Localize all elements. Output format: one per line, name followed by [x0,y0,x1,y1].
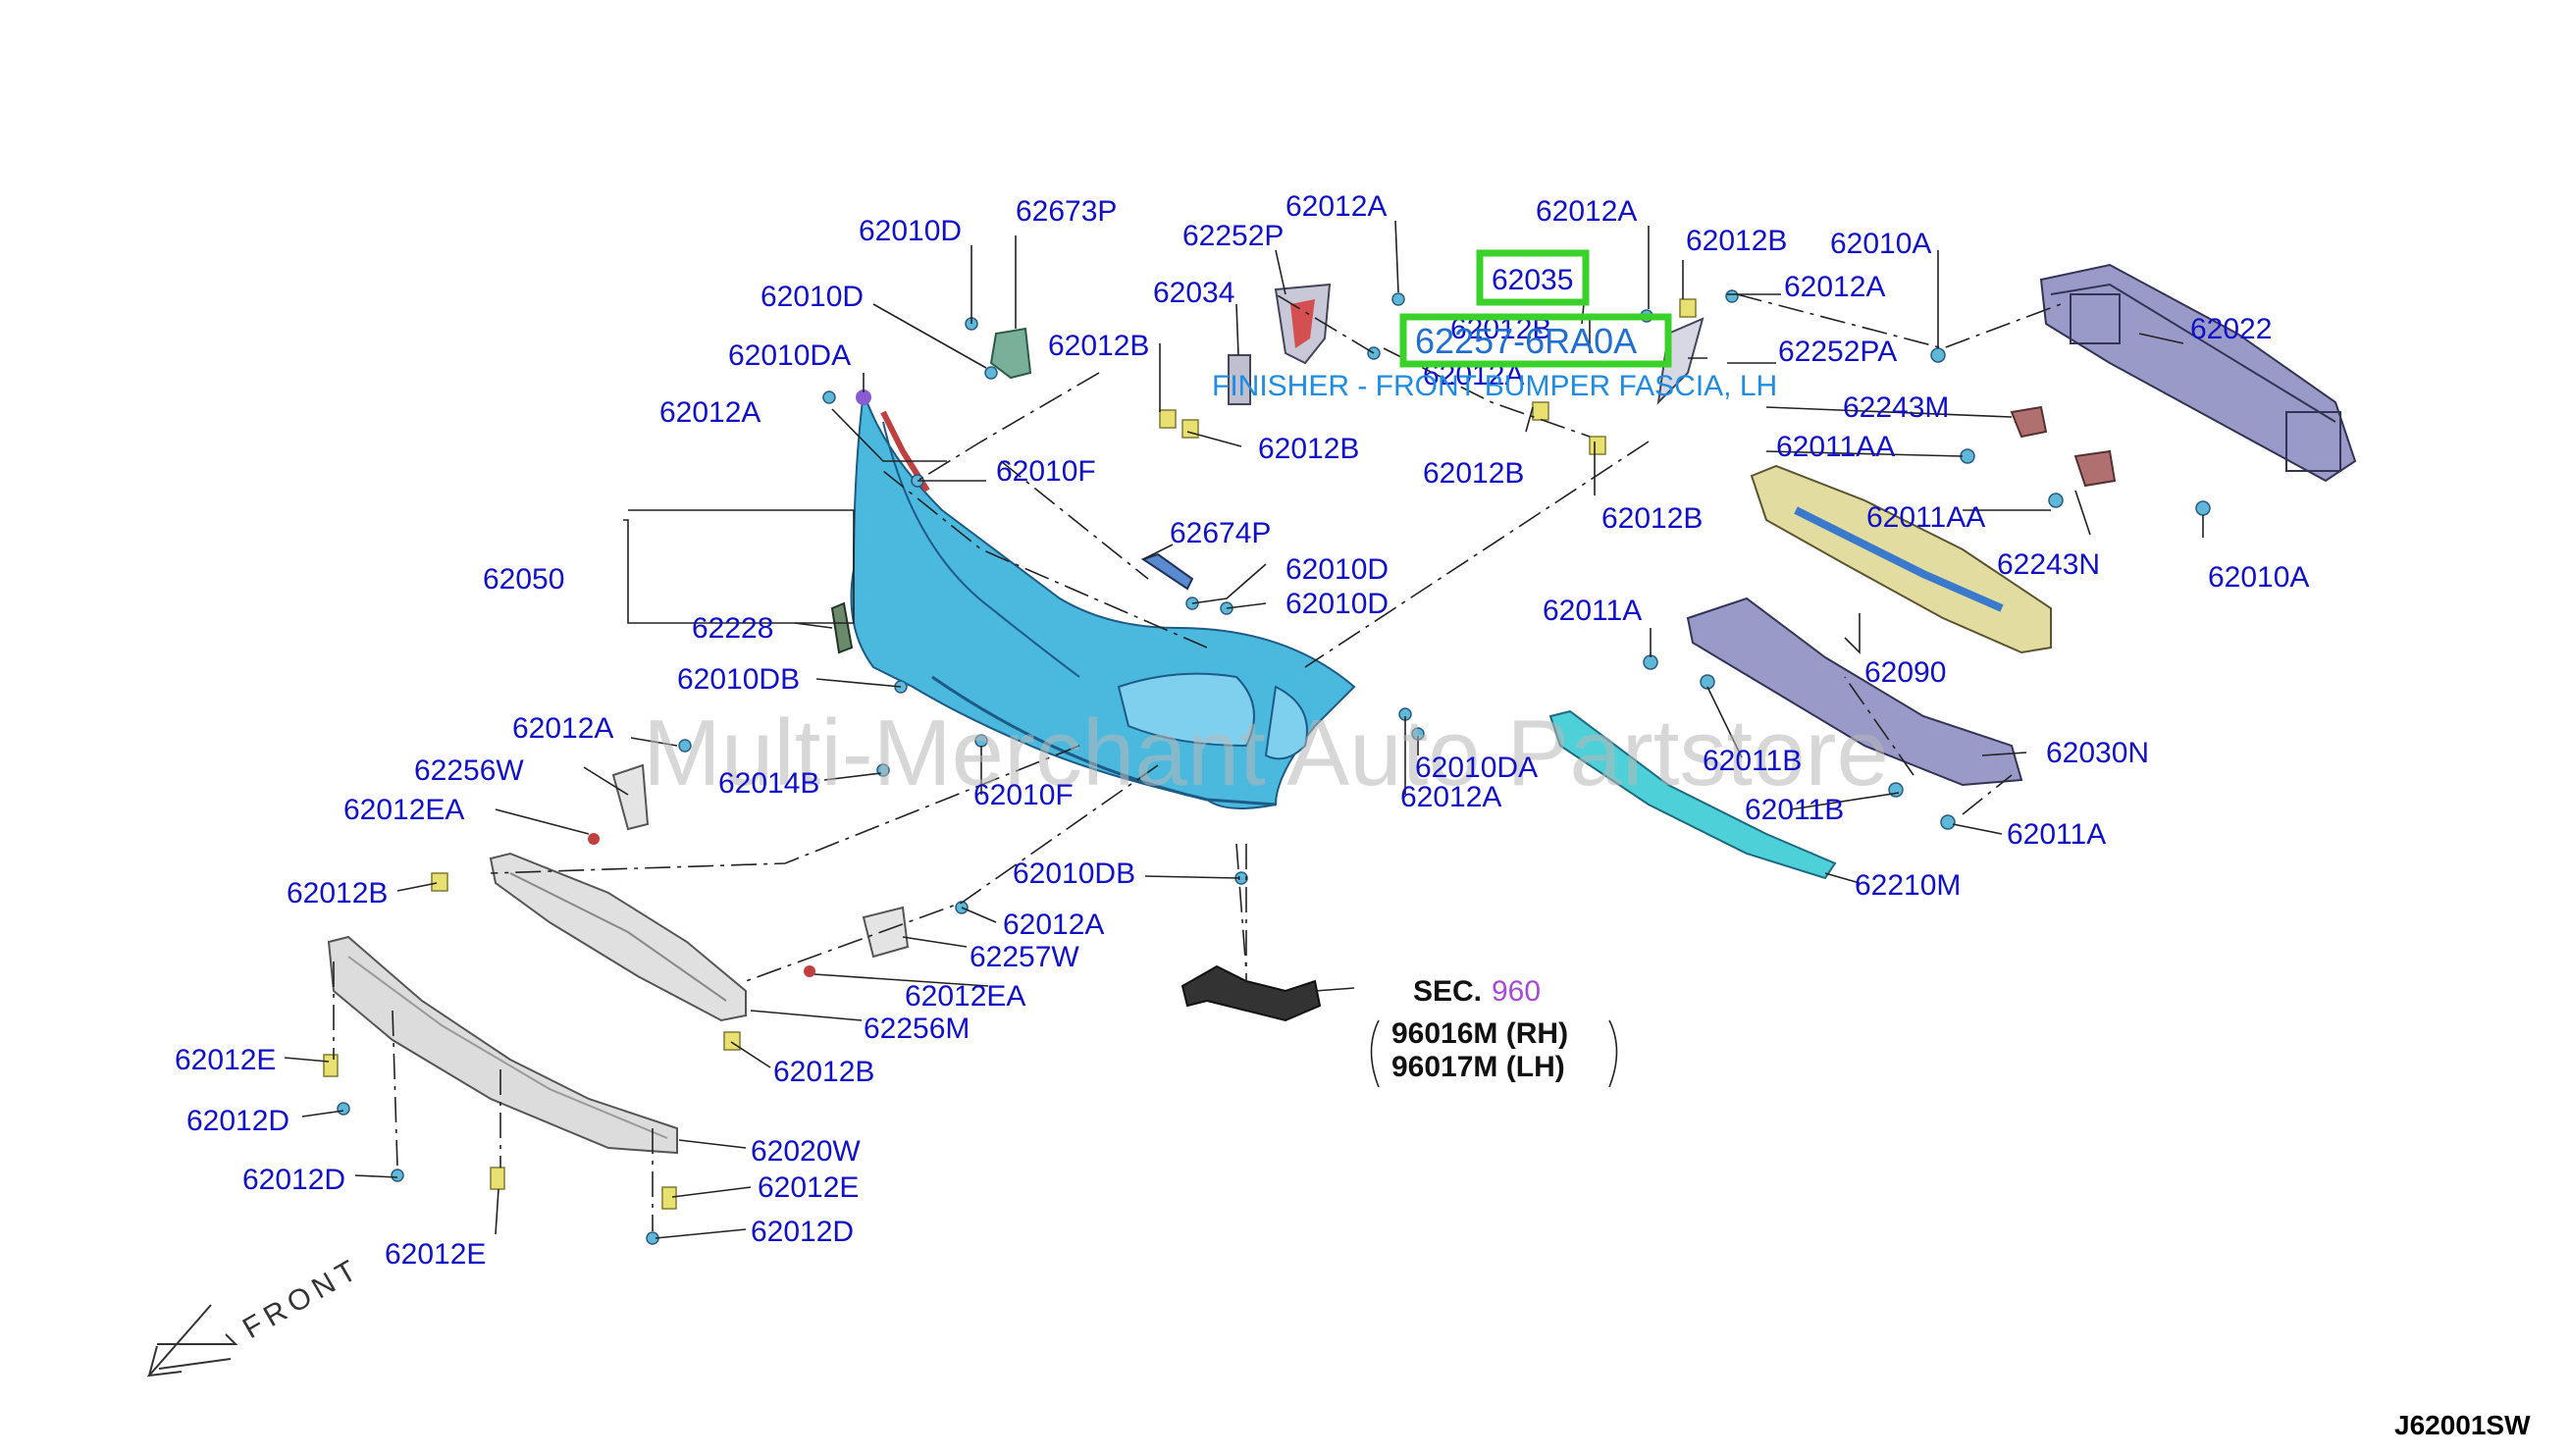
label-62012b[interactable]: 62012B [773,1056,874,1088]
label-62012d[interactable]: 62012D [186,1105,289,1137]
label-62010d[interactable]: 62010D [761,281,864,313]
label-62673p[interactable]: 62673P [1016,195,1117,228]
undercover-62020w[interactable] [327,935,678,1155]
label-62011b[interactable]: 62011B [1745,794,1844,826]
bracket-62243m[interactable] [2010,405,2048,439]
diagram-code: J62001SW [2394,1410,2531,1440]
label-62012ea[interactable]: 62012EA [905,980,1025,1013]
label-62252pa[interactable]: 62252PA [1778,336,1897,368]
label-62030n[interactable]: 62030N [2046,737,2149,769]
label-62012b[interactable]: 62012B [1423,457,1524,490]
label-62011aa[interactable]: 62011AA [1866,501,1985,534]
label-62210m[interactable]: 62210M [1855,869,1961,902]
label-62012a[interactable]: 62012A [659,396,761,429]
label-62010f[interactable]: 62010F [996,455,1096,488]
part-62034[interactable] [1228,354,1251,405]
label-62243m[interactable]: 62243M [1843,391,1949,424]
bracket-62673p[interactable] [989,327,1032,380]
label-62010db[interactable]: 62010DB [677,663,800,696]
label-62012d[interactable]: 62012D [242,1164,345,1196]
bracket-62252p[interactable] [1274,283,1332,365]
callout-part-number[interactable]: 62257-6RA0A [1415,321,1637,361]
label-62011a[interactable]: 62011A [1543,595,1642,627]
label-62012a[interactable]: 62012A [1285,190,1387,223]
label-62257w[interactable]: 62257W [970,941,1079,973]
highlight-box-62035 [1476,249,1590,306]
fasteners [323,289,2211,1245]
highlight-box-callout [1399,313,1672,368]
label-62228[interactable]: 62228 [692,612,773,645]
strip-62210m[interactable] [1548,709,1837,880]
label-62035[interactable]: 62035 [1492,264,1573,296]
label-62012e[interactable]: 62012E [758,1171,859,1204]
label-62022[interactable]: 62022 [2190,313,2272,345]
part-labels: 62010D 62673P 62252P 62012A 62012A 62012… [175,190,2309,1271]
label-62012a[interactable]: 62012A [1784,271,1885,303]
section-number: 960 [1492,975,1541,1008]
watermark: Multi-Merchant Auto Partstore [643,701,1889,806]
label-62674p[interactable]: 62674P [1170,517,1271,549]
label-62011a[interactable]: 62011A [2007,818,2106,851]
label-62090[interactable]: 62090 [1864,656,1946,689]
section-reference[interactable]: SEC. 960 96016M (RH) 96017M (LH) [1370,975,1618,1088]
label-62034[interactable]: 62034 [1153,277,1234,309]
label-62020w[interactable]: 62020W [751,1135,861,1168]
bracket-62256w[interactable] [611,763,650,831]
label-62012ea[interactable]: 62012EA [343,794,464,826]
label-62012d[interactable]: 62012D [751,1216,854,1248]
bracket-62257w[interactable] [862,906,910,959]
label-62010a[interactable]: 62010A [2208,561,2309,594]
label-62010f[interactable]: 62010F [973,779,1074,811]
label-62012e[interactable]: 62012E [175,1044,276,1076]
leader-lines [284,220,2204,1239]
label-62010db[interactable]: 62010DB [1013,858,1135,890]
bracket-62243n[interactable] [2073,449,2117,488]
section-prefix: SEC. [1413,975,1482,1008]
bracket-sec960[interactable] [1180,964,1322,1022]
label-62014b[interactable]: 62014B [718,767,819,800]
label-62012b[interactable]: 62012B [1686,225,1787,257]
callout-description: FINISHER - FRONT BUMPER FASCIA, LH [1212,370,1777,402]
label-62010d[interactable]: 62010D [859,215,962,247]
label-62252p[interactable]: 62252P [1182,220,1284,252]
label-62012e[interactable]: 62012E [385,1238,486,1271]
label-62012b[interactable]: 62012B [1601,502,1703,535]
energy-absorber-62090[interactable] [1750,464,2052,654]
label-62012b[interactable]: 62012B [1048,330,1149,362]
label-62012a[interactable]: 62012A [1400,781,1501,813]
lower-reinforcement-62256m[interactable] [489,852,747,1022]
label-62010a[interactable]: 62010A [1830,228,1931,260]
front-bumper-fascia[interactable] [850,391,1356,809]
label-62256w[interactable]: 62256W [414,754,524,787]
section-rh-part: 96016M (RH) [1391,1017,1568,1050]
label-62012a[interactable]: 62012A [512,712,613,745]
bracket-62228[interactable] [830,601,854,654]
label-62012b[interactable]: 62012B [1258,433,1359,465]
label-62012a[interactable]: 62012A [1003,909,1104,941]
bracket-62674p[interactable] [1140,552,1194,591]
front-label: FRONT [237,1252,367,1345]
label-62256m[interactable]: 62256M [864,1013,970,1045]
label-62010da[interactable]: 62010DA [728,339,851,372]
reinforcement-62022[interactable] [2039,263,2357,483]
label-62011b[interactable]: 62011B [1703,745,1802,777]
label-62010d[interactable]: 62010D [1285,553,1389,586]
label-62012b[interactable]: 62012B [287,877,388,910]
section-lh-part: 96017M (LH) [1391,1051,1565,1083]
label-62010d[interactable]: 62010D [1285,588,1389,620]
label-62243n[interactable]: 62243N [1997,548,2100,581]
front-direction-indicator: FRONT [146,1252,367,1378]
label-62010da[interactable]: 62010DA [1415,752,1538,784]
label-62050[interactable]: 62050 [483,563,564,596]
label-62012a[interactable]: 62012A [1536,195,1637,228]
label-62011aa[interactable]: 62011AA [1776,431,1895,463]
front-arrow-icon [146,1304,238,1378]
